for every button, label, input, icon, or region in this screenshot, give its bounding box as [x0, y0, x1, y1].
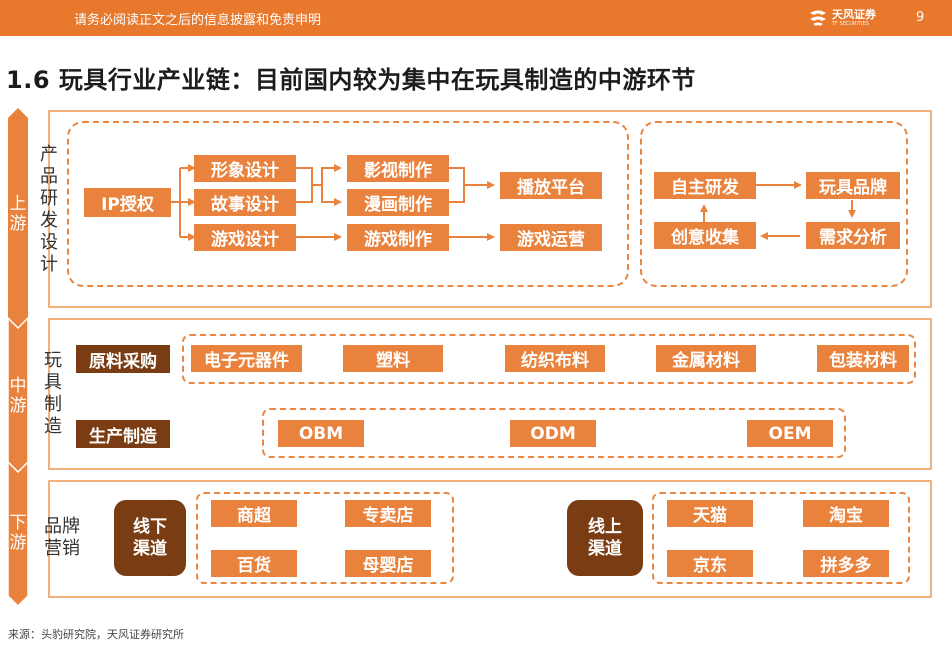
idea-collection-node: 创意收集 [654, 222, 756, 249]
raw-material-electronics: 电子元器件 [191, 345, 302, 372]
downstream-section [48, 480, 932, 598]
comic-production-node: 漫画制作 [347, 189, 449, 216]
channel-specialty-store: 专卖店 [345, 500, 431, 527]
channel-pinduoduo: 拼多多 [803, 550, 889, 577]
game-operation-node: 游戏运营 [500, 224, 602, 251]
toy-brand-node: 玩具品牌 [806, 172, 900, 199]
raw-material-textile: 纺织布料 [505, 345, 605, 372]
header-bar: 请务必阅读正文之后的信息披露和免责申明 天风证券 TF SECURITIES 9 [0, 0, 952, 36]
toy-rd-group [640, 121, 908, 287]
manufacturing-title: 生产制造 [76, 420, 170, 448]
channel-baby-store: 母婴店 [345, 550, 431, 577]
stage-midstream: 中游 [9, 376, 27, 416]
downstream-label: 品牌营销 [44, 516, 80, 559]
channel-department-store: 百货 [211, 550, 297, 577]
source-note: 来源：头豹研究院，天风证券研究所 [8, 628, 184, 641]
page-number: 9 [916, 10, 925, 25]
offline-channel-title: 线下渠道 [114, 500, 186, 576]
stage-arrow [8, 108, 28, 328]
game-design-node: 游戏设计 [194, 224, 296, 251]
logo-name: 天风证券 [832, 8, 876, 21]
film-production-node: 影视制作 [347, 155, 449, 182]
stage-arrow [7, 460, 29, 608]
raw-material-metal: 金属材料 [656, 345, 756, 372]
story-design-node: 故事设计 [194, 189, 296, 216]
channel-tmall: 天猫 [667, 500, 753, 527]
demand-analysis-node: 需求分析 [806, 222, 900, 249]
channel-supermarket: 商超 [211, 500, 297, 527]
logo-english: TF SECURITIES [832, 21, 869, 27]
page-title: 1.6 玩具行业产业链：目前国内较为集中在玩具制造的中游环节 [6, 66, 696, 94]
raw-material-packaging: 包装材料 [817, 345, 909, 372]
raw-material-plastic: 塑料 [343, 345, 443, 372]
channel-jd: 京东 [667, 550, 753, 577]
stage-upstream: 上游 [9, 194, 27, 234]
logo-icon [810, 10, 826, 26]
ip-licensing-node: IP授权 [84, 188, 171, 217]
raw-material-title: 原料采购 [76, 345, 170, 373]
raw-material-group [182, 334, 916, 384]
online-channel-group [652, 492, 910, 584]
upstream-label: 产品研发设计 [40, 144, 58, 275]
mode-obm: OBM [278, 420, 364, 447]
game-production-node: 游戏制作 [347, 224, 449, 251]
mode-odm: ODM [510, 420, 596, 447]
stage-downstream: 下游 [9, 513, 27, 553]
midstream-label: 玩具制造 [44, 350, 62, 437]
offline-channel-group [196, 492, 454, 584]
content-rd-group [67, 121, 629, 287]
streaming-platform-node: 播放平台 [500, 172, 602, 199]
mode-oem: OEM [747, 420, 833, 447]
upstream-section [48, 110, 932, 308]
self-rd-node: 自主研发 [654, 172, 756, 199]
brand-logo: 天风证券 TF SECURITIES [808, 7, 876, 29]
channel-taobao: 淘宝 [803, 500, 889, 527]
midstream-section [48, 318, 932, 470]
disclaimer-notice: 请务必阅读正文之后的信息披露和免责申明 [74, 13, 322, 28]
online-channel-title: 线上渠道 [567, 500, 643, 576]
image-design-node: 形象设计 [194, 155, 296, 182]
manufacturing-group [262, 408, 846, 458]
